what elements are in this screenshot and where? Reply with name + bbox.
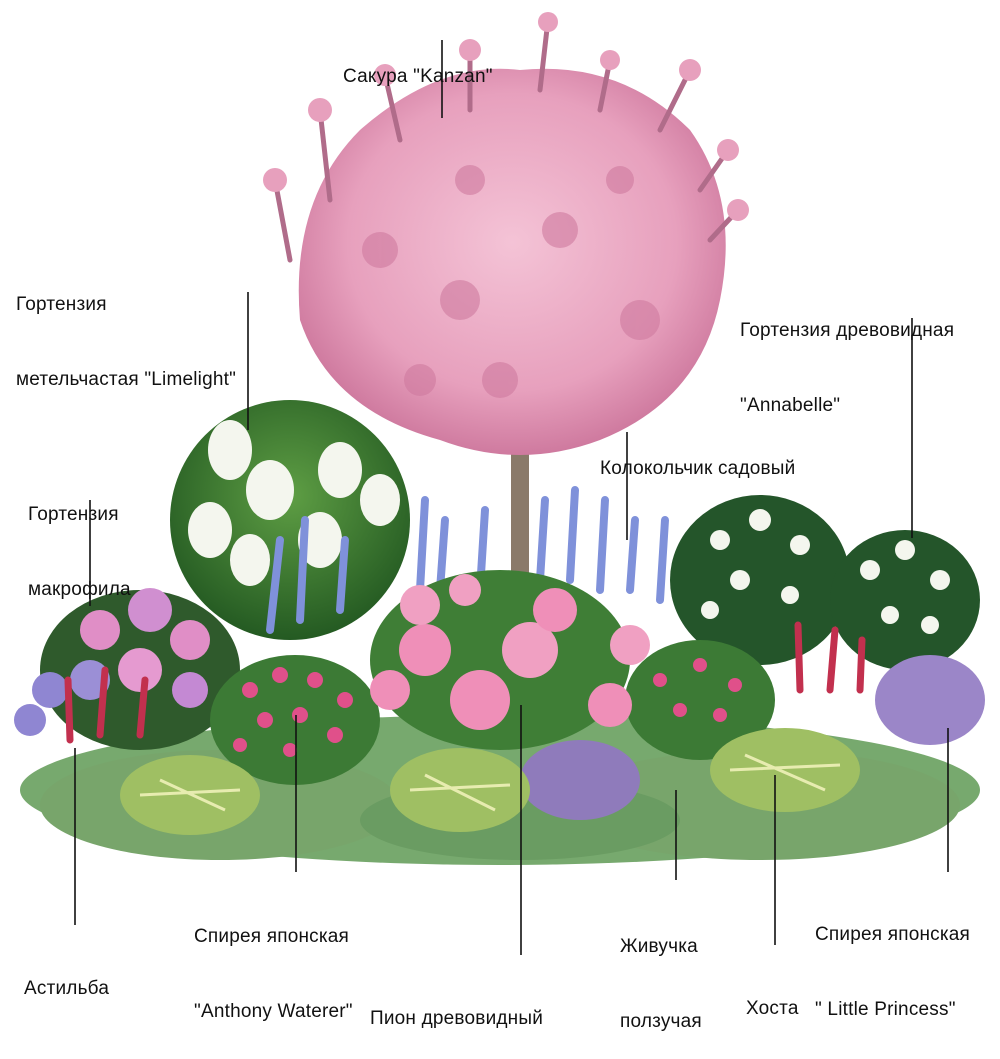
label-macrophylla: Гортензия макрофила [28, 452, 131, 627]
label-little-princess-line-1: Спирея японская [815, 924, 971, 945]
label-limelight-line-2: метельчастая "Limelight" [16, 369, 237, 390]
label-little-princess-line-2: " Little Princess" [815, 999, 956, 1020]
label-bellflower-line-1: Колокольчик садовый [600, 458, 796, 479]
label-peony-line-1: Пион древовидный [370, 1008, 544, 1029]
label-limelight: Гортензия метельчастая "Limelight" [16, 242, 236, 417]
label-peony: Пион древовидный [370, 956, 543, 1056]
label-little-princess: Спирея японская " Little Princess" [815, 872, 970, 1047]
hydrangea-annabelle [670, 495, 980, 670]
label-anthony-line-2: "Anthony Waterer" [194, 1001, 353, 1022]
bellflowers [266, 486, 669, 634]
label-ajuga-line-1: Живучка [620, 936, 698, 957]
label-sakura: Сакура "Kanzan" [343, 14, 493, 114]
leader-lines [74, 40, 949, 955]
label-anthony-line-1: Спирея японская [194, 926, 350, 947]
astilbe [64, 621, 866, 744]
hydrangea-limelight [170, 400, 410, 640]
label-astilbe-line-1: Астильба [24, 978, 110, 999]
label-sakura-line-1: Сакура "Kanzan" [343, 66, 493, 87]
hydrangea-macrophylla [14, 588, 240, 750]
label-ajuga-line-2: ползучая [620, 1011, 702, 1032]
label-ajuga: Живучка ползучая [620, 884, 702, 1059]
hosta-clumps [120, 728, 860, 835]
label-macrophylla-line-2: макрофила [28, 579, 131, 600]
spirea-pink-right [625, 640, 775, 760]
label-macrophylla-line-1: Гортензия [28, 504, 119, 525]
label-annabelle-line-2: "Annabelle" [740, 395, 841, 416]
label-annabelle-line-1: Гортензия древовидная [740, 320, 955, 341]
ajuga [520, 655, 985, 820]
label-hosta: Хоста [746, 946, 799, 1046]
label-annabelle: Гортензия древовидная "Annabelle" [740, 268, 954, 443]
label-bellflower: Колокольчик садовый [600, 406, 795, 506]
label-anthony: Спирея японская "Anthony Waterer" [194, 874, 353, 1049]
garden-illustration [14, 12, 985, 955]
sakura-tree [263, 12, 749, 590]
label-limelight-line-1: Гортензия [16, 294, 107, 315]
peony [370, 570, 650, 750]
label-astilbe: Астильба [24, 926, 109, 1026]
